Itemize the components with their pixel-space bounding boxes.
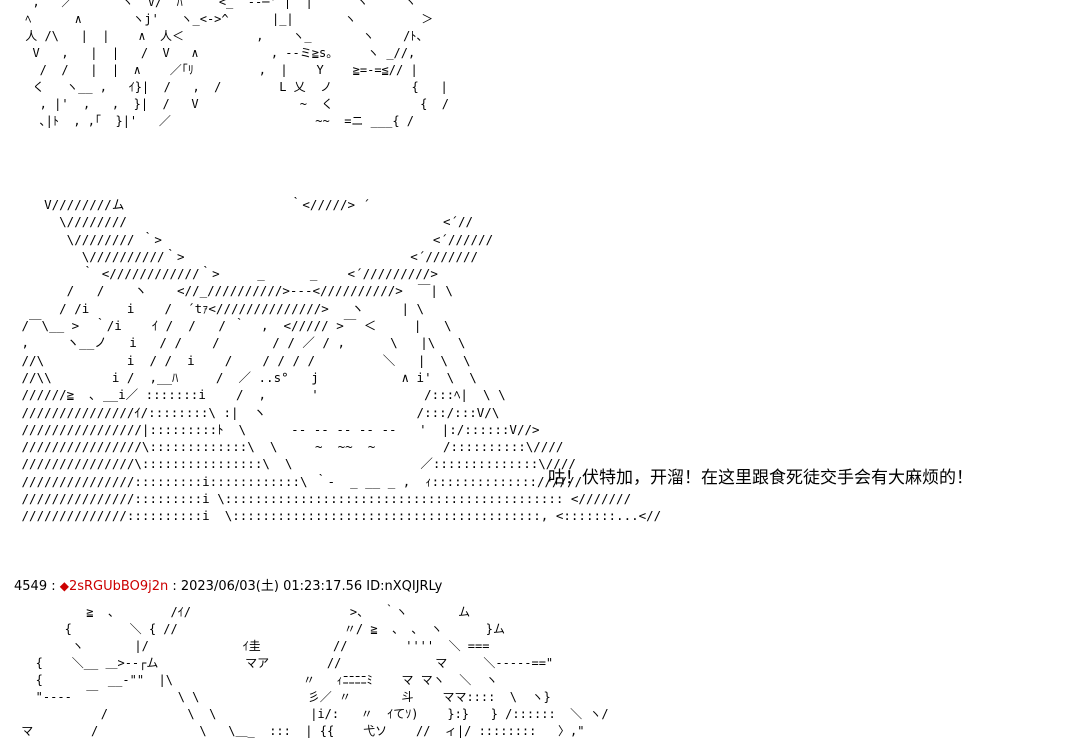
post-number: 4549: [14, 579, 48, 594]
post-datetime-id: : 2023/06/03(土) 01:23:17.56 ID:nXQIJRLy: [168, 579, 443, 594]
ascii-art-bottom: ≧ 、 /ｲ/ >、 ｀ヽ ム { ＼ { // 〃/ ≧ 、 、 ヽ }ム ヽ…: [21, 605, 609, 738]
ascii-art-middle: V////////ム ｀</////> ´ \//////// <´// \//…: [21, 197, 662, 524]
poster-trip-code[interactable]: 2sRGUbBO9j2n: [68, 579, 169, 594]
trip-diamond-icon: ◆: [59, 579, 69, 593]
ascii-art-top: , ／￣￣￣￣ヽ V/ ﾊ <_ --─' | | ヽ ヽ ﾍ ∧ ヽj' ヽ_…: [25, 0, 450, 128]
post-header: 4549 : ◆2sRGUbBO9j2n : 2023/06/03(土) 01:…: [14, 575, 442, 594]
dialogue-text: 咕！伏特加，开溜！在这里跟食死徒交手会有大麻烦的！: [548, 468, 973, 488]
post-number-separator: :: [47, 579, 60, 594]
